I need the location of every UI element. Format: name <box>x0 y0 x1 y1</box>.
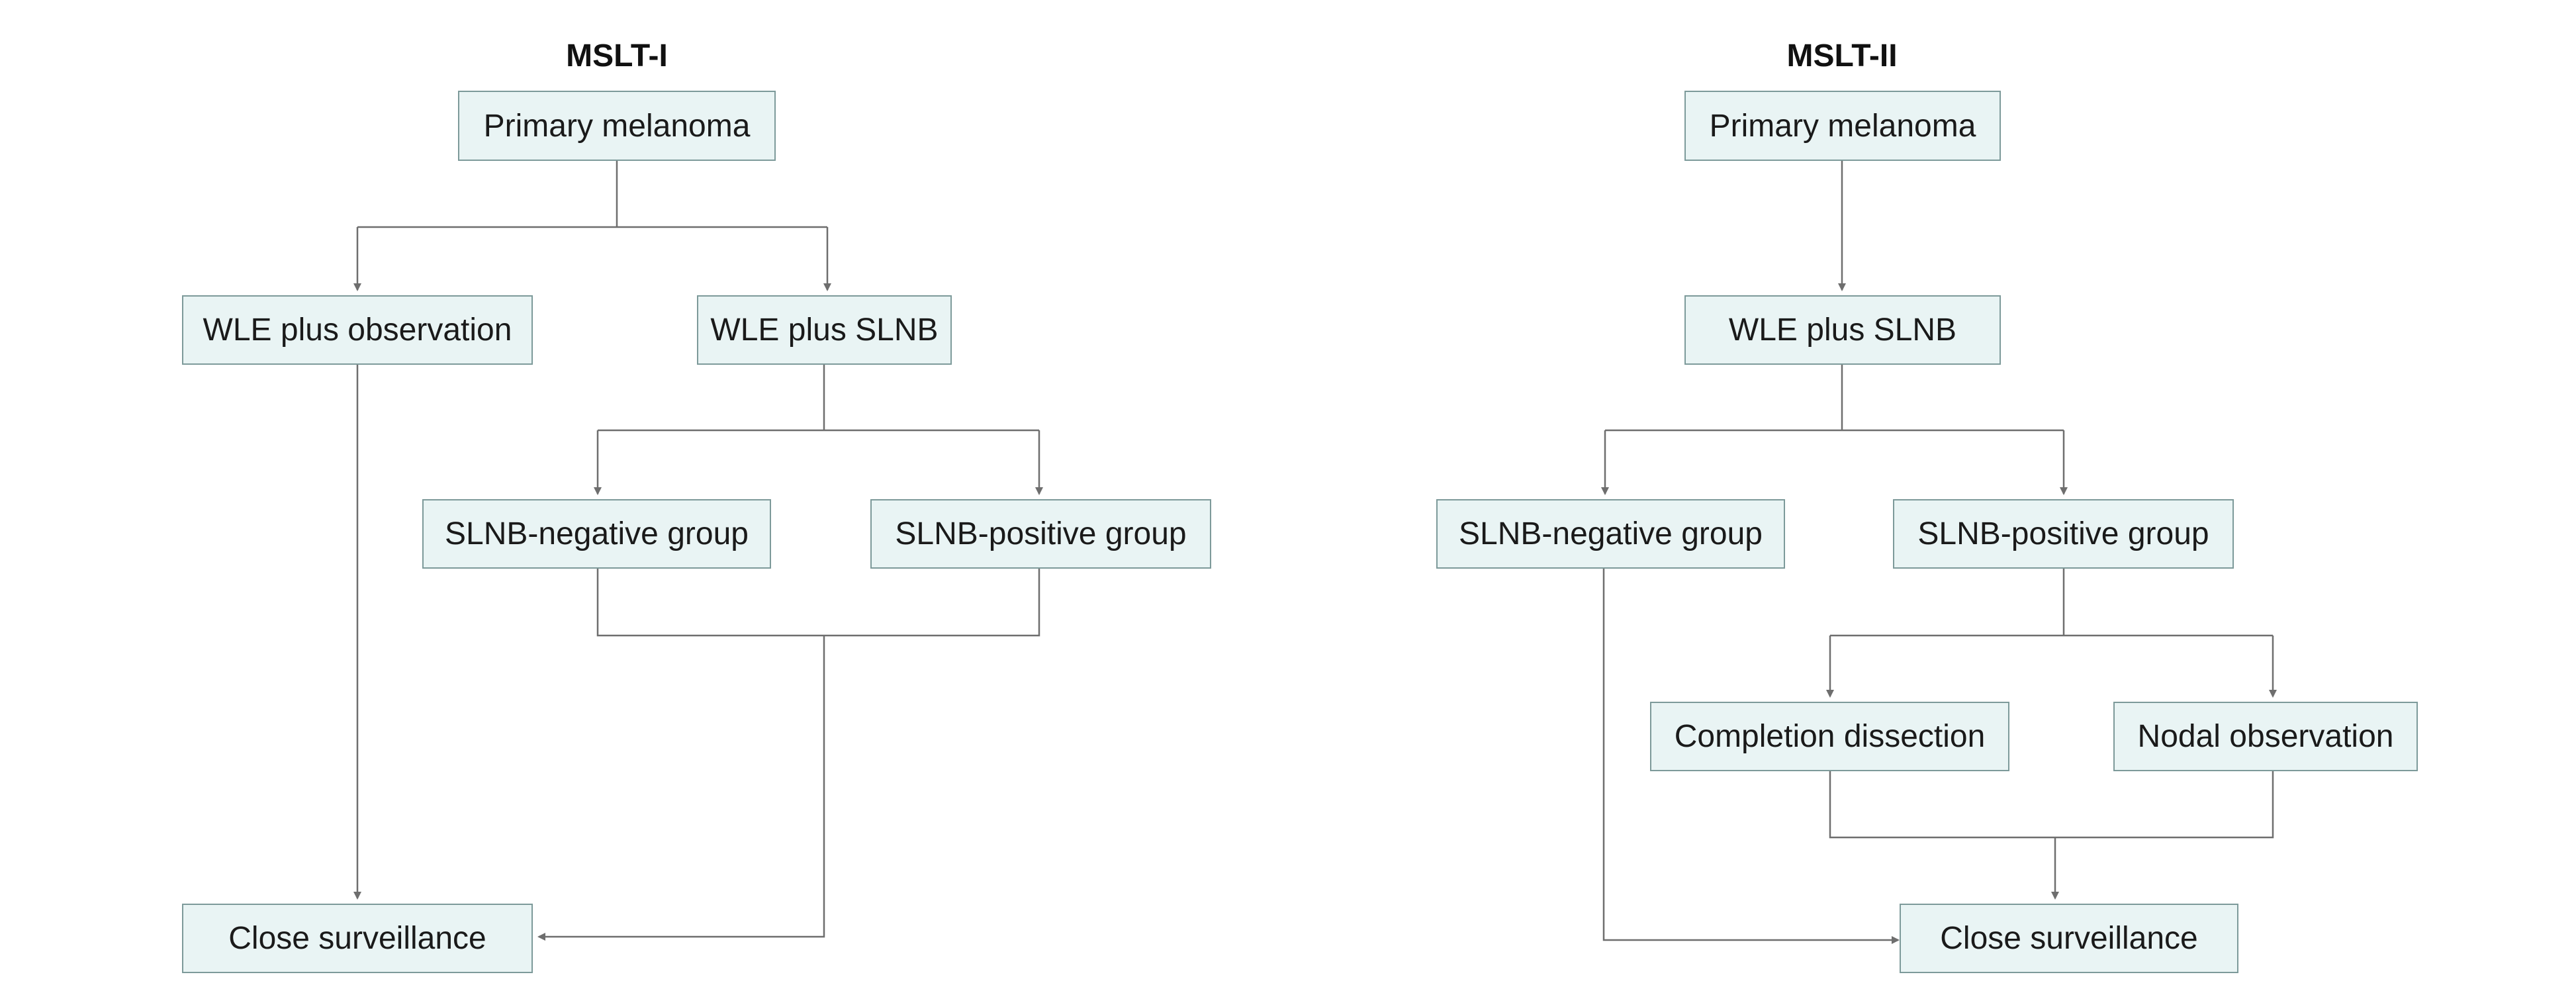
node-slnb-negative-group: SLNB-negative group <box>422 499 771 569</box>
connector-dissection-merge <box>1829 771 2274 839</box>
node-nodal-observation: Nodal observation <box>2113 702 2418 771</box>
node-completion-dissection: Completion dissection <box>1650 702 2009 771</box>
node-close-surveillance: Close surveillance <box>182 904 533 973</box>
node-wle-plus-slnb: WLE plus SLNB <box>697 295 952 365</box>
node-primary-melanoma: Primary melanoma <box>458 91 776 161</box>
diagram-title-mslt-i: MSLT-I <box>566 38 668 73</box>
connector-groups-merge <box>596 569 1040 637</box>
arrow-negative-to-surveillance-2 <box>1602 569 1900 944</box>
node-wle-plus-slnb-2: WLE plus SLNB <box>1684 295 2001 365</box>
node-slnb-negative-group-2: SLNB-negative group <box>1436 499 1785 569</box>
diagram-title-mslt-ii: MSLT-II <box>1786 38 1898 73</box>
arrow-groups-to-surveillance <box>537 636 825 941</box>
node-primary-melanoma-2: Primary melanoma <box>1684 91 2001 161</box>
node-wle-plus-observation: WLE plus observation <box>182 295 533 365</box>
node-slnb-positive-group-2: SLNB-positive group <box>1893 499 2234 569</box>
node-slnb-positive-group: SLNB-positive group <box>870 499 1211 569</box>
node-close-surveillance-2: Close surveillance <box>1900 904 2238 973</box>
